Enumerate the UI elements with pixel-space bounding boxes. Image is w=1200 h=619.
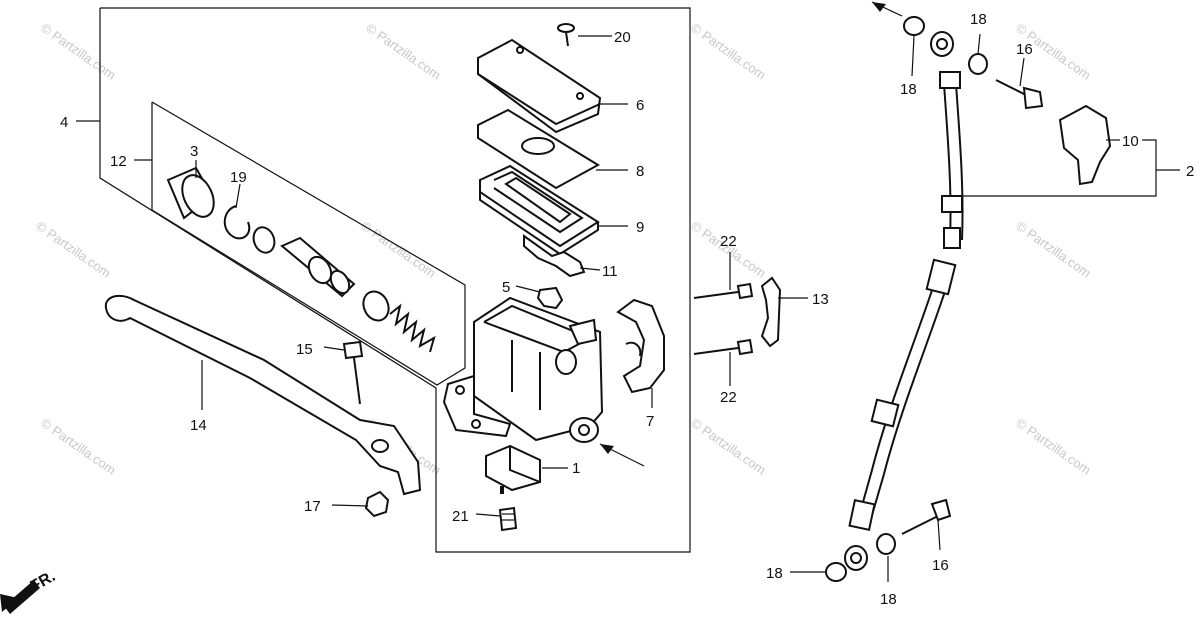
handlebar-holder bbox=[616, 298, 665, 394]
callout-1: 1 bbox=[572, 460, 580, 477]
brake-hose bbox=[844, 31, 964, 571]
assembly-12-boundary bbox=[151, 101, 466, 386]
brake-switch bbox=[485, 444, 541, 494]
callout-9: 9 bbox=[636, 219, 644, 236]
diaphragm-plate bbox=[477, 108, 600, 190]
callout-2: 2 bbox=[1186, 163, 1194, 180]
callout-6: 6 bbox=[636, 97, 644, 114]
holder-bolt bbox=[693, 282, 754, 300]
callout-12: 12 bbox=[110, 153, 127, 170]
leader-lines bbox=[76, 33, 1180, 582]
return-spring bbox=[389, 303, 436, 353]
callout-18-bottom-left: 18 bbox=[766, 565, 783, 582]
callout-13: 13 bbox=[812, 291, 829, 308]
circlip bbox=[223, 205, 251, 240]
watermark: © Partzilla.com bbox=[688, 415, 768, 478]
sealing-washer bbox=[825, 562, 847, 582]
callout-18-bottom-right: 18 bbox=[880, 591, 897, 608]
pivot-bolt bbox=[342, 340, 364, 405]
callout-3: 3 bbox=[190, 143, 198, 160]
watermark: © Partzilla.com bbox=[38, 415, 118, 478]
callout-22-lower: 22 bbox=[720, 389, 737, 406]
callout-17: 17 bbox=[304, 498, 321, 515]
assembly-4-boundary bbox=[99, 7, 691, 553]
callout-16-upper: 16 bbox=[1016, 41, 1033, 58]
callout-10: 10 bbox=[1122, 133, 1139, 150]
screw-20 bbox=[557, 23, 575, 47]
callout-11: 11 bbox=[602, 263, 618, 280]
screw-21 bbox=[498, 506, 518, 532]
wire-clamp bbox=[760, 276, 782, 348]
hose-cover bbox=[1058, 104, 1112, 186]
callout-19: 19 bbox=[230, 169, 247, 186]
callout-14: 14 bbox=[190, 417, 207, 434]
front-marker: FR. bbox=[0, 568, 58, 614]
piston-washer bbox=[252, 226, 276, 254]
pivot-nut bbox=[364, 490, 390, 518]
secondary-cup bbox=[362, 290, 390, 322]
dust-boot bbox=[166, 166, 215, 220]
oil-bolt bbox=[901, 498, 952, 535]
sealing-washer bbox=[968, 53, 988, 75]
callout-7: 7 bbox=[646, 413, 654, 430]
brake-lever bbox=[104, 294, 422, 496]
callout-16-lower: 16 bbox=[932, 557, 949, 574]
watermark: © Partzilla.com bbox=[1013, 415, 1093, 478]
sealing-washer bbox=[876, 533, 896, 555]
callout-20: 20 bbox=[614, 29, 631, 46]
callouts: 1 2 3 4 5 6 7 8 9 10 11 12 13 14 15 16 1… bbox=[60, 11, 1194, 608]
callout-18-top-left: 18 bbox=[900, 81, 917, 98]
oil-bolt bbox=[995, 79, 1044, 110]
sealing-washer bbox=[903, 16, 925, 36]
piston bbox=[280, 236, 356, 298]
callout-15: 15 bbox=[296, 341, 313, 358]
watermark: © Partzilla.com bbox=[33, 218, 113, 281]
float-plate bbox=[523, 234, 586, 278]
watermark: © Partzilla.com bbox=[358, 218, 438, 281]
watermark: © Partzilla.com bbox=[1013, 218, 1093, 281]
watermark: © Partzilla.com bbox=[688, 20, 768, 83]
diaphragm bbox=[479, 164, 600, 256]
watermark: © Partzilla.com bbox=[38, 20, 118, 83]
holder-bolt bbox=[693, 338, 754, 356]
master-cylinder-body bbox=[442, 296, 604, 443]
watermark: © Partzilla.com bbox=[363, 20, 443, 83]
reservoir-cap bbox=[477, 38, 602, 134]
callout-5: 5 bbox=[502, 279, 510, 296]
callout-8: 8 bbox=[636, 163, 644, 180]
callout-18-top-right: 18 bbox=[970, 11, 987, 28]
callout-21: 21 bbox=[452, 508, 469, 525]
callout-4: 4 bbox=[60, 114, 68, 131]
screw-5 bbox=[536, 286, 564, 310]
callout-22-upper: 22 bbox=[720, 233, 737, 250]
direction-arrows bbox=[599, 1, 903, 467]
